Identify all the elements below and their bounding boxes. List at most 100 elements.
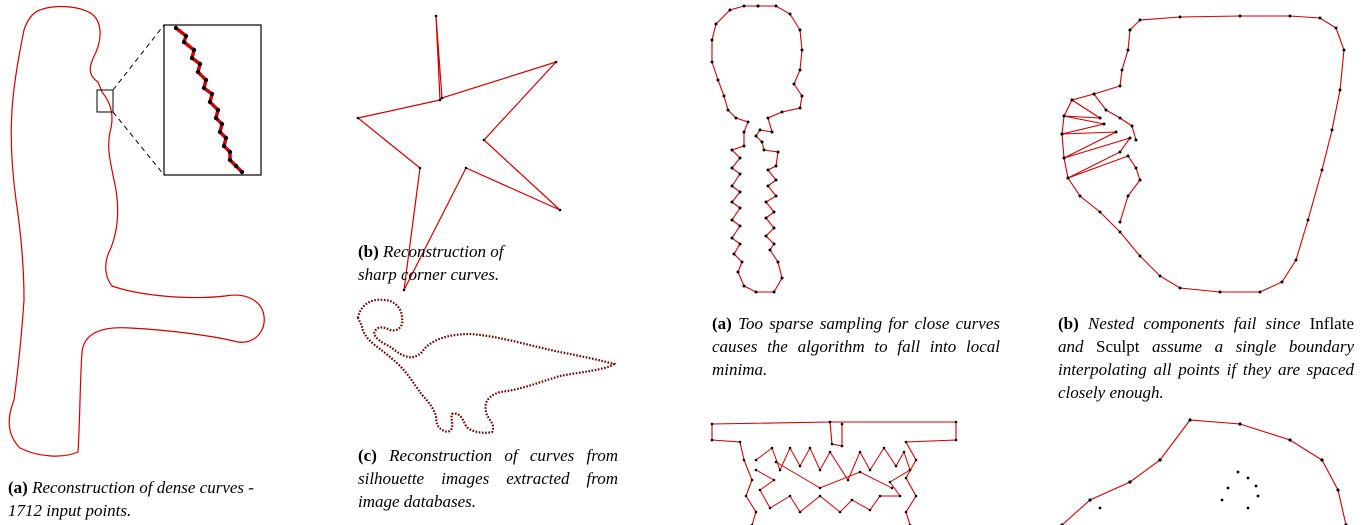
sample-point: [789, 447, 792, 450]
sample-point: [196, 70, 200, 74]
sample-point: [869, 509, 872, 512]
sample-point: [435, 15, 438, 18]
sample-point: [809, 447, 812, 450]
sample-point: [555, 61, 558, 64]
sample-point: [1119, 85, 1122, 88]
sample-point: [1103, 123, 1106, 126]
isolated-point: [1247, 477, 1250, 480]
sample-point: [955, 421, 958, 424]
sample-point: [1119, 117, 1122, 120]
caption-a-dense: (a) Reconstruction of dense curves - 171…: [8, 476, 266, 522]
sample-point: [1319, 17, 1322, 20]
sample-point: [781, 277, 784, 280]
sample-point: [1119, 231, 1122, 234]
sample-point: [759, 129, 762, 132]
sample-point: [1238, 422, 1241, 425]
sample-point: [1061, 133, 1064, 136]
sample-point: [184, 34, 188, 38]
sample-point: [761, 141, 764, 144]
sample-point: [731, 201, 734, 204]
sample-point: [771, 447, 774, 450]
sample-point: [765, 235, 768, 238]
sample-point: [755, 511, 758, 514]
isolated-point: [1227, 487, 1230, 490]
sample-point: [1179, 287, 1182, 290]
sample-point: [883, 447, 886, 450]
sample-point: [218, 130, 222, 134]
sample-point: [755, 459, 758, 462]
caption-text: Reconstruction of sharp corner curves.: [358, 242, 503, 284]
sample-point: [1115, 131, 1118, 134]
caption-text: Reconstruction of dense curves - 1712 in…: [8, 478, 254, 520]
sample-point: [869, 469, 872, 472]
isolated-point: [1237, 471, 1240, 474]
sample-point: [1179, 16, 1182, 19]
sample-point: [735, 117, 738, 120]
sample-point: [847, 479, 850, 482]
sample-point: [765, 201, 768, 204]
sample-point: [214, 116, 218, 120]
caption-text: Nested components fail since: [1088, 314, 1301, 333]
sample-point: [1119, 221, 1122, 224]
caption-text: Reconstruction of curves from silhouette…: [358, 446, 618, 511]
caption-term: Inflate: [1310, 314, 1354, 333]
sample-point: [210, 92, 214, 96]
sample-point: [711, 39, 714, 42]
sample-point: [773, 227, 776, 230]
sample-point: [799, 29, 802, 32]
sample-point: [895, 465, 898, 468]
sample-point: [711, 439, 714, 442]
sample-point: [483, 139, 486, 142]
sample-point: [819, 487, 822, 490]
sample-point: [711, 61, 714, 64]
sample-point: [799, 465, 802, 468]
sample-point: [1139, 179, 1142, 182]
sample-point: [1139, 19, 1142, 22]
caption-b-sharp: (b) Reconstruction of sharp corner curve…: [358, 240, 543, 286]
sample-point: [1105, 109, 1108, 112]
sample-point: [829, 451, 832, 454]
sample-point: [1063, 157, 1066, 160]
sample-point: [743, 5, 746, 8]
sample-point: [769, 507, 772, 510]
sample-point: [743, 459, 746, 462]
caption-text: and: [1058, 337, 1084, 356]
isolated-point: [1257, 495, 1260, 498]
sample-point: [751, 479, 754, 482]
dinosaur-curve: [358, 300, 614, 433]
sample-point: [801, 95, 804, 98]
sample-point: [841, 445, 844, 448]
caption-label: (c): [358, 446, 377, 465]
sample-point: [773, 291, 776, 294]
sample-point: [182, 40, 186, 44]
zoom-line-top: [113, 25, 164, 90]
sample-point: [731, 167, 734, 170]
sample-point: [891, 487, 894, 490]
sample-point: [773, 211, 776, 214]
sample-point: [831, 443, 834, 446]
caption-label: (b): [1058, 314, 1079, 333]
sample-point: [899, 495, 902, 498]
isolated-point: [1247, 507, 1250, 510]
sample-point: [729, 9, 732, 12]
sample-point: [755, 135, 758, 138]
sample-point: [789, 13, 792, 16]
sample-point: [1295, 259, 1298, 262]
sample-point: [771, 131, 774, 134]
sample-point: [757, 5, 760, 8]
cup-curve: [711, 421, 958, 525]
sample-point: [216, 108, 220, 112]
sample-point: [773, 479, 776, 482]
sample-point: [1335, 27, 1338, 30]
sample-point: [851, 499, 854, 502]
isolated-point: [1221, 499, 1224, 502]
sample-point: [192, 48, 196, 52]
caption-label: (a): [8, 478, 28, 497]
sample-point: [745, 495, 748, 498]
sample-point: [439, 99, 442, 102]
sample-point: [775, 165, 778, 168]
sample-point: [1099, 211, 1102, 214]
isolated-point: [1255, 485, 1258, 488]
sample-point: [779, 469, 782, 472]
caption-c-silhouette: (c) Reconstruction of curves from silhou…: [358, 444, 618, 513]
